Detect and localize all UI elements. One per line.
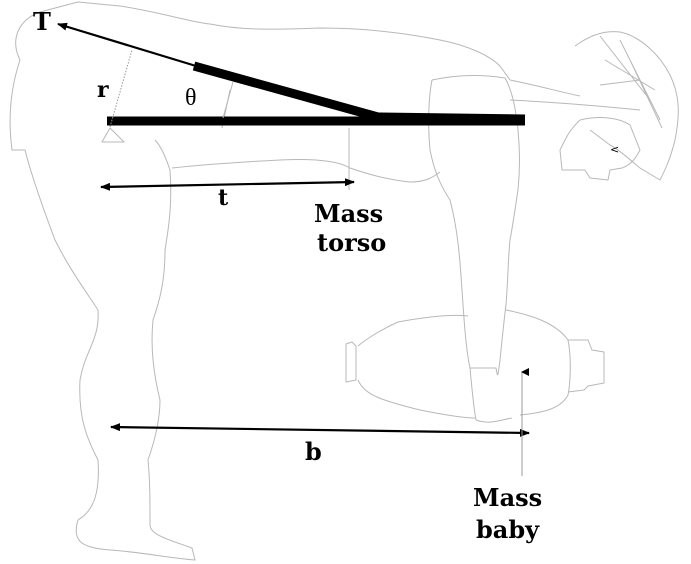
torso-mass-label-line2: torso xyxy=(317,228,386,257)
torso-distance-arrow xyxy=(100,178,355,191)
baby-outline xyxy=(345,309,605,419)
tension-arrow xyxy=(57,22,197,68)
baby-mass-label-line1: Mass xyxy=(473,483,542,512)
baby-distance-arrow xyxy=(110,423,530,437)
pivot-triangle xyxy=(101,127,125,143)
hair-strokes xyxy=(599,35,663,129)
lever-arm-label: r xyxy=(97,77,109,103)
front-leg-outline xyxy=(431,75,520,423)
chevron-left-icon: < xyxy=(610,143,619,156)
angle-arc-line xyxy=(222,81,234,119)
baby-distance-label: b xyxy=(305,437,322,466)
front-leg-inner-outline xyxy=(428,79,471,369)
hip-crease-outline xyxy=(171,159,441,183)
back-outline xyxy=(15,1,511,81)
baby-mass-label-line2: baby xyxy=(476,515,540,544)
lever-arm-r xyxy=(109,49,133,128)
body-outline xyxy=(9,1,679,561)
torso-segment xyxy=(192,61,526,124)
head-outline xyxy=(509,31,679,181)
rear-leg-outline xyxy=(9,59,196,561)
torso-distance-label: t xyxy=(218,185,229,211)
torso-lever xyxy=(107,61,526,126)
tension-label: T xyxy=(33,7,51,36)
hand-outline xyxy=(559,117,641,181)
angle-label: θ xyxy=(185,85,197,111)
torso-mass-label-line1: Mass xyxy=(314,199,383,228)
